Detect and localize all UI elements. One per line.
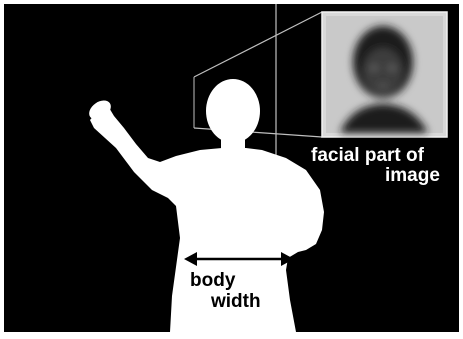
body-width-label-line1: body <box>190 271 235 290</box>
facial-label-line1: facial part of <box>311 146 424 165</box>
face-inset-thumbnail <box>322 12 447 137</box>
body-width-label-line2: width <box>211 292 261 311</box>
facial-label-line2: image <box>385 166 440 185</box>
